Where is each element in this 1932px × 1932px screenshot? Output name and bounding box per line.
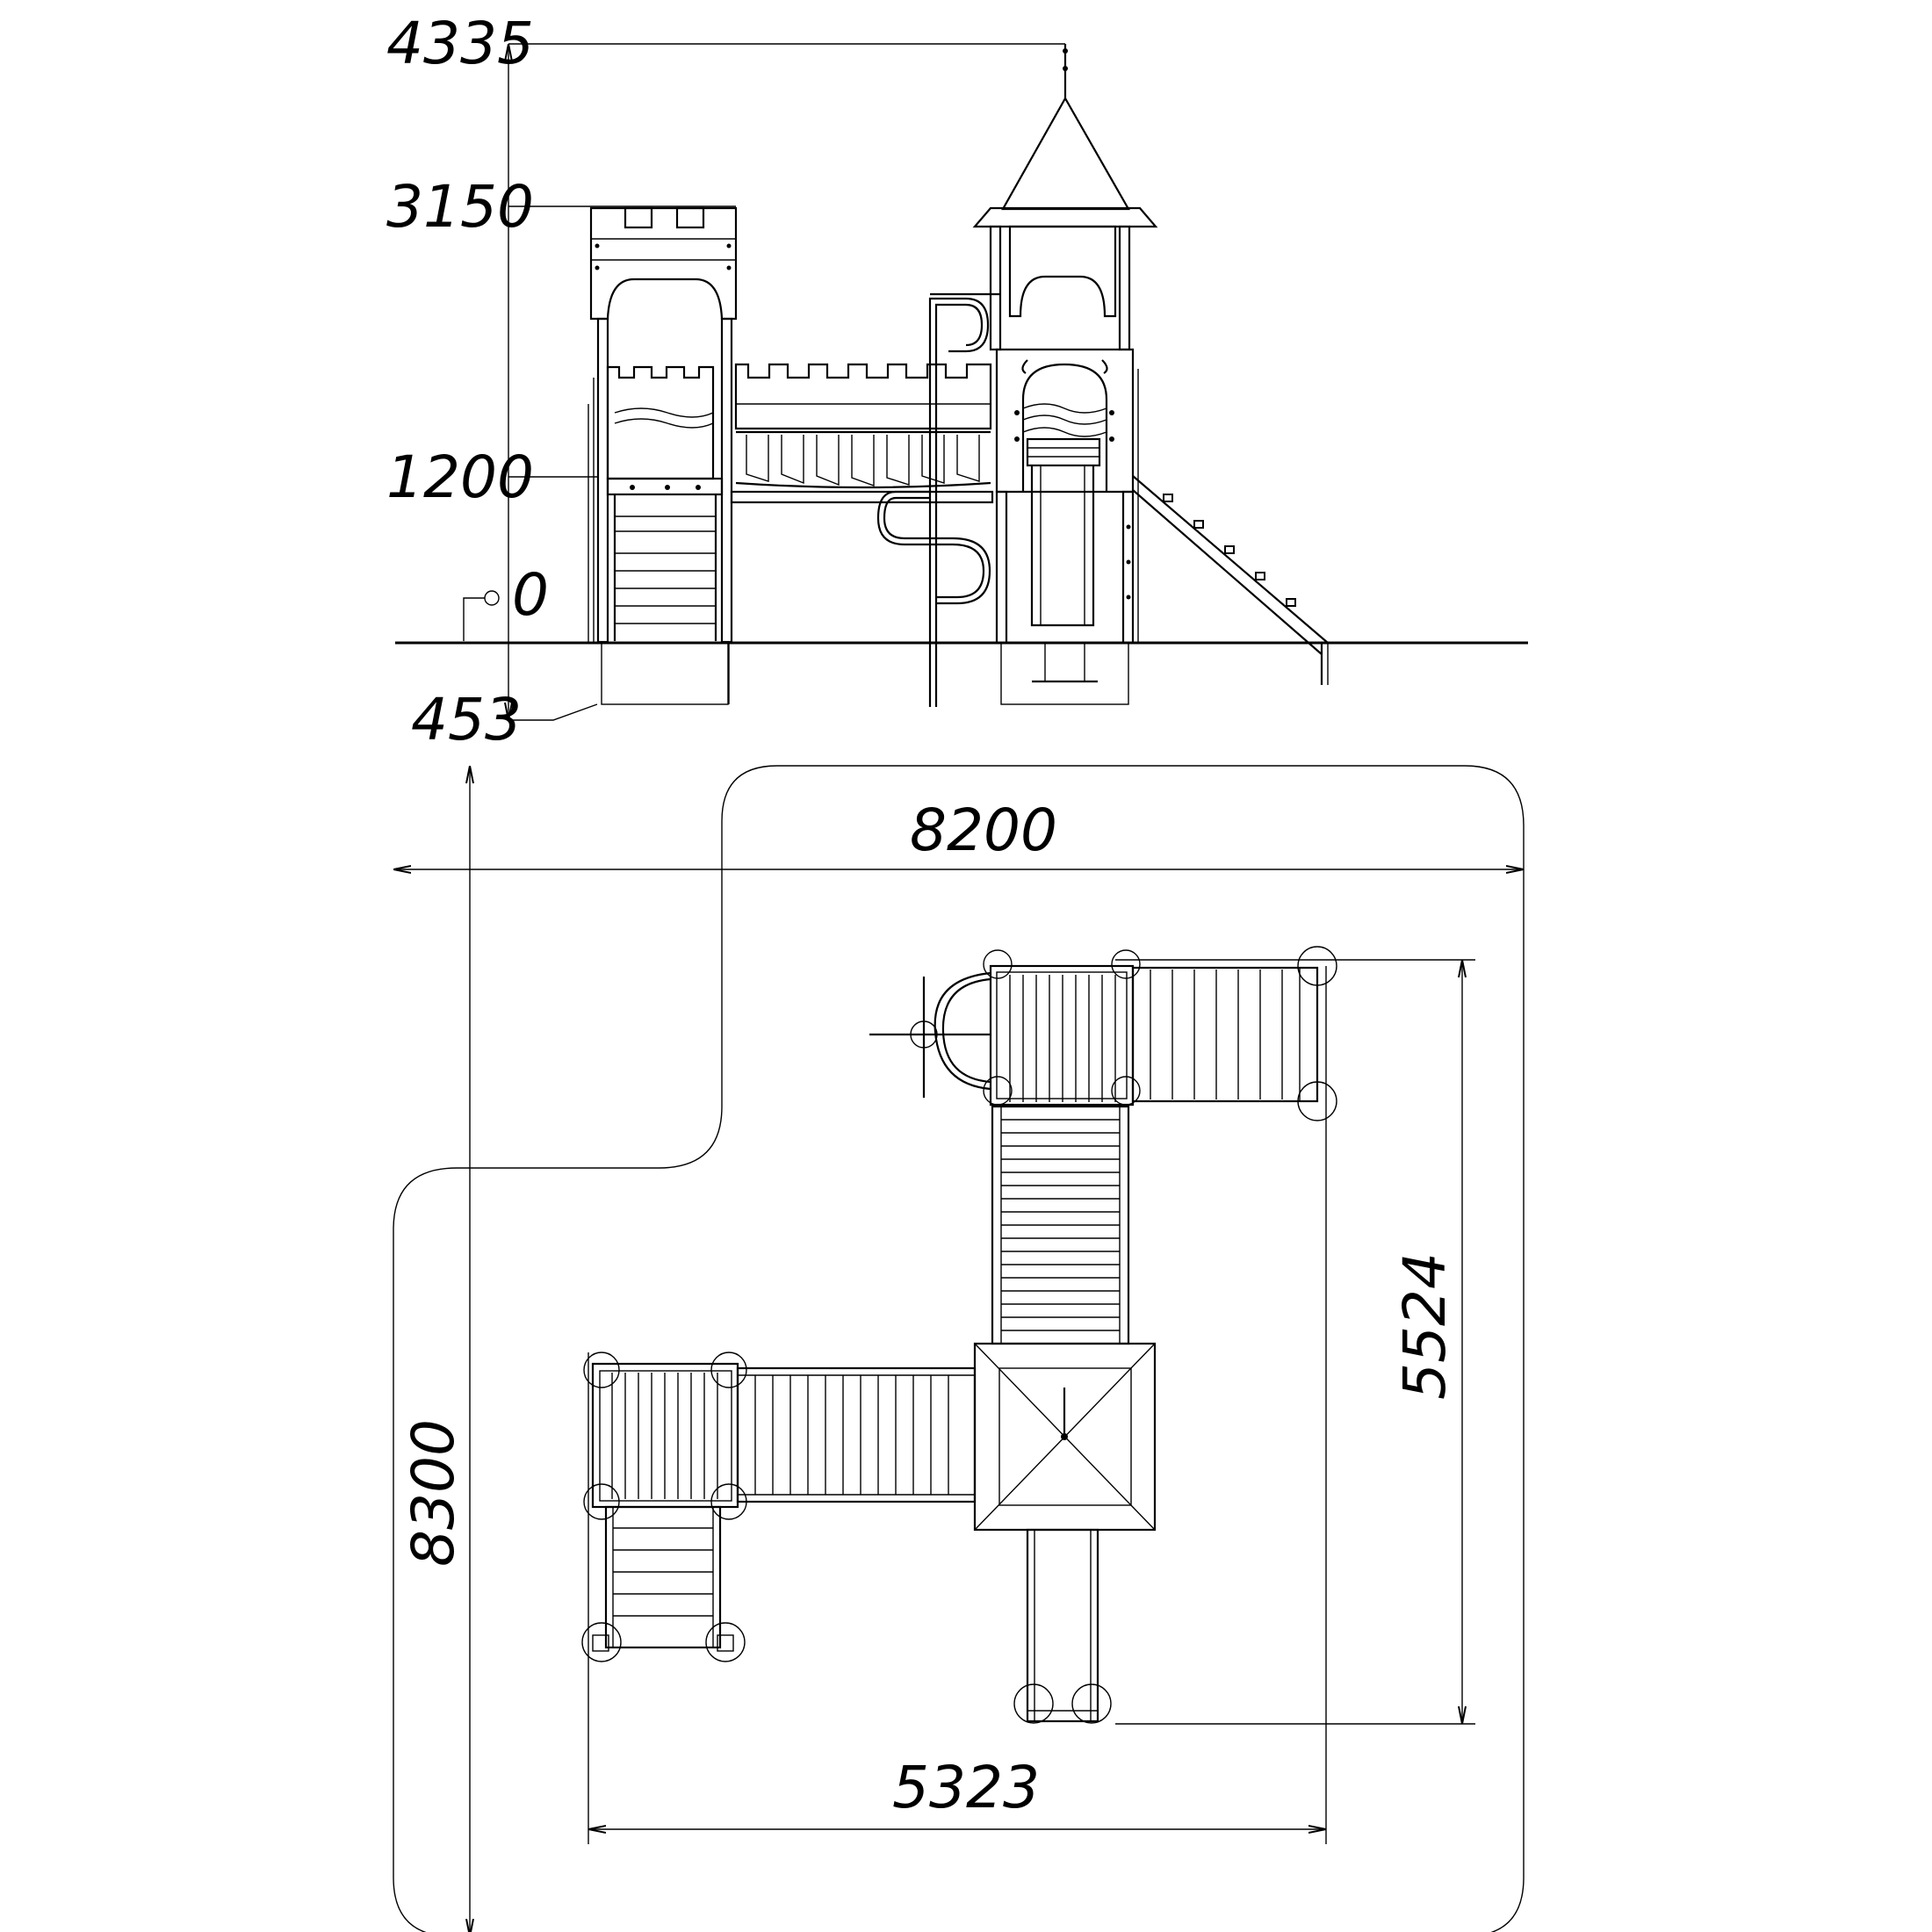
right-tower [972, 44, 1158, 645]
tower-roof [973, 1342, 1157, 1532]
level-0-label: 0 [512, 561, 549, 629]
left-platform [581, 1352, 977, 1662]
zero-level-marker [463, 590, 500, 641]
overall-width-label: 8200 [910, 797, 1057, 864]
left-tower [588, 206, 738, 644]
safety-zone-outline [393, 765, 1525, 1932]
vertical-bridge [991, 1105, 1130, 1345]
bridge-wall [730, 292, 1001, 707]
overall-depth-label: 8300 [400, 1419, 467, 1567]
structure-width-label: 5323 [892, 1754, 1040, 1821]
level-4335-label: 4335 [386, 10, 534, 77]
structure-depth-label: 5524 [1391, 1252, 1459, 1400]
plan-view: 8200 8300 5524 5323 [393, 765, 1525, 1932]
level-lines [508, 43, 1065, 721]
top-platform [869, 946, 1337, 1121]
foundations [601, 642, 1329, 707]
elevation-view: 4335 3150 1200 0 453 [386, 10, 1528, 753]
level-1200-label: 1200 [386, 443, 534, 511]
lower-slide [1013, 1528, 1112, 1724]
level-453-label: 453 [411, 686, 522, 753]
level-3150-label: 3150 [386, 173, 534, 241]
climbing-ramp [1132, 475, 1329, 685]
